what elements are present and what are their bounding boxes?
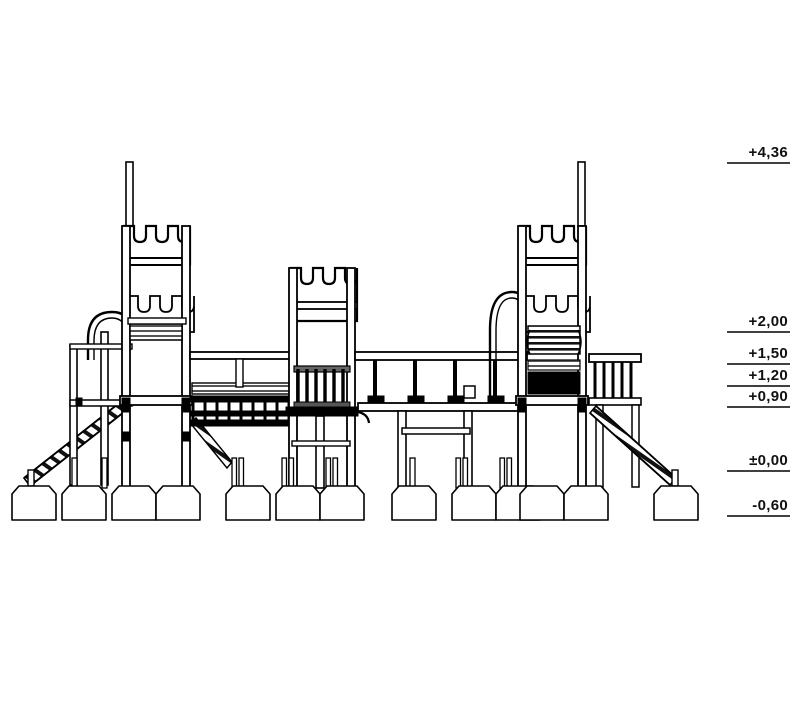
right-bridge-deck-beam [357, 402, 525, 412]
elevation-label: +0,90 [749, 388, 788, 405]
middle-tower-centre-post [315, 415, 325, 489]
left-bridge-mid-stringer [189, 410, 295, 417]
bolt-mark-e [517, 397, 527, 413]
footing-block [225, 485, 271, 521]
bolt-mark-a [121, 397, 131, 413]
footing-block [519, 485, 565, 521]
right-tower-upper-beam [519, 257, 587, 266]
balustrade-bars [593, 362, 633, 400]
right-bridge-under-brace [401, 427, 471, 435]
rail-left-upper [69, 343, 133, 350]
bridge-connector-hook [357, 410, 371, 424]
right-bridge-leg-a [397, 410, 407, 488]
elevation-markers: +4,36 +2,00 +1,50 +1,20 +0,90 ±0,00 [727, 144, 790, 517]
right-climbing-ramp [588, 404, 679, 487]
elevation-marker-436: +4,36 [727, 144, 790, 164]
playground-structure [11, 161, 699, 521]
left-bridge-post [235, 358, 244, 388]
right-tower-post-left [517, 225, 527, 489]
left-tower-upper-beam [123, 257, 191, 266]
footing-block [391, 485, 437, 521]
elevation-marker-m060: -0,60 [727, 497, 790, 517]
left-tower-post-right [181, 225, 191, 489]
right-ramp-foot-post [671, 469, 679, 487]
middle-tower-balusters [296, 369, 345, 404]
right-tower-net-left [526, 329, 531, 355]
right-tower-rung-ladder [527, 325, 581, 355]
right-tower-flagpole [577, 161, 586, 227]
footing-block [155, 485, 201, 521]
elevation-label: +2,00 [749, 313, 788, 330]
middle-tower-guard-top [293, 365, 351, 373]
left-tower-deck-edge [127, 317, 187, 325]
right-tower-net-right [577, 329, 582, 355]
bolt-mark-b [181, 397, 191, 413]
left-bridge-upper-stringer [189, 395, 295, 403]
elevation-marker-090: +0,90 [727, 388, 790, 408]
elevation-marker-200: +2,00 [727, 313, 790, 333]
footing-block [275, 485, 321, 521]
bolt-mark-f [577, 397, 587, 413]
ramp-foot-post [27, 469, 35, 487]
balustrade-top-rail [588, 353, 642, 363]
footing-block [563, 485, 609, 521]
footing-block [11, 485, 57, 521]
right-bridge-top-rail [354, 351, 528, 361]
elevation-label: +1,50 [749, 345, 788, 362]
right-tower-post-right [577, 225, 587, 489]
elevation-label: -0,60 [752, 497, 788, 514]
middle-tower-post-left [288, 267, 298, 489]
footing-block [61, 485, 107, 521]
elevation-marker-000: ±0,00 [727, 452, 790, 472]
elevation-marker-150: +1,50 [727, 345, 790, 365]
footing-block [111, 485, 157, 521]
right-tower-solid-panel [527, 371, 581, 395]
footing-block [319, 485, 365, 521]
right-tower-platform-beam [515, 395, 589, 406]
bolt-mark-c [121, 431, 131, 442]
post-single-c [101, 457, 108, 489]
elevation-label: +1,20 [749, 367, 788, 384]
middle-tower-guard-mid [293, 401, 351, 408]
footing-block [451, 485, 497, 521]
rail-bracket-a [75, 397, 83, 407]
left-tower-post-left [121, 225, 131, 489]
right-bridge-block [463, 385, 476, 399]
left-tower-flagpole [125, 161, 134, 227]
left-bridge-top-rail [189, 351, 295, 360]
elevation-marker-120: +1,20 [727, 367, 790, 387]
left-bridge-lower-stringer [189, 419, 295, 427]
middle-tower-post-right [346, 267, 356, 489]
middle-tower-platform-beam [285, 406, 359, 417]
bolt-mark-d [181, 431, 191, 442]
left-tower-deck-slats [129, 323, 183, 341]
balustrade-bottom-rail [588, 397, 642, 406]
elevation-label: ±0,00 [749, 452, 788, 469]
post-single-b [71, 457, 78, 489]
right-tower-slat-band [527, 359, 581, 371]
post-single-a [409, 457, 416, 489]
left-tower-platform-beam [119, 395, 193, 406]
footing-block [653, 485, 699, 521]
right-bridge-posts [373, 360, 497, 398]
foundation-row [11, 485, 699, 521]
middle-tower-cross-brace [291, 440, 351, 447]
elevation-label: +4,36 [749, 144, 788, 161]
